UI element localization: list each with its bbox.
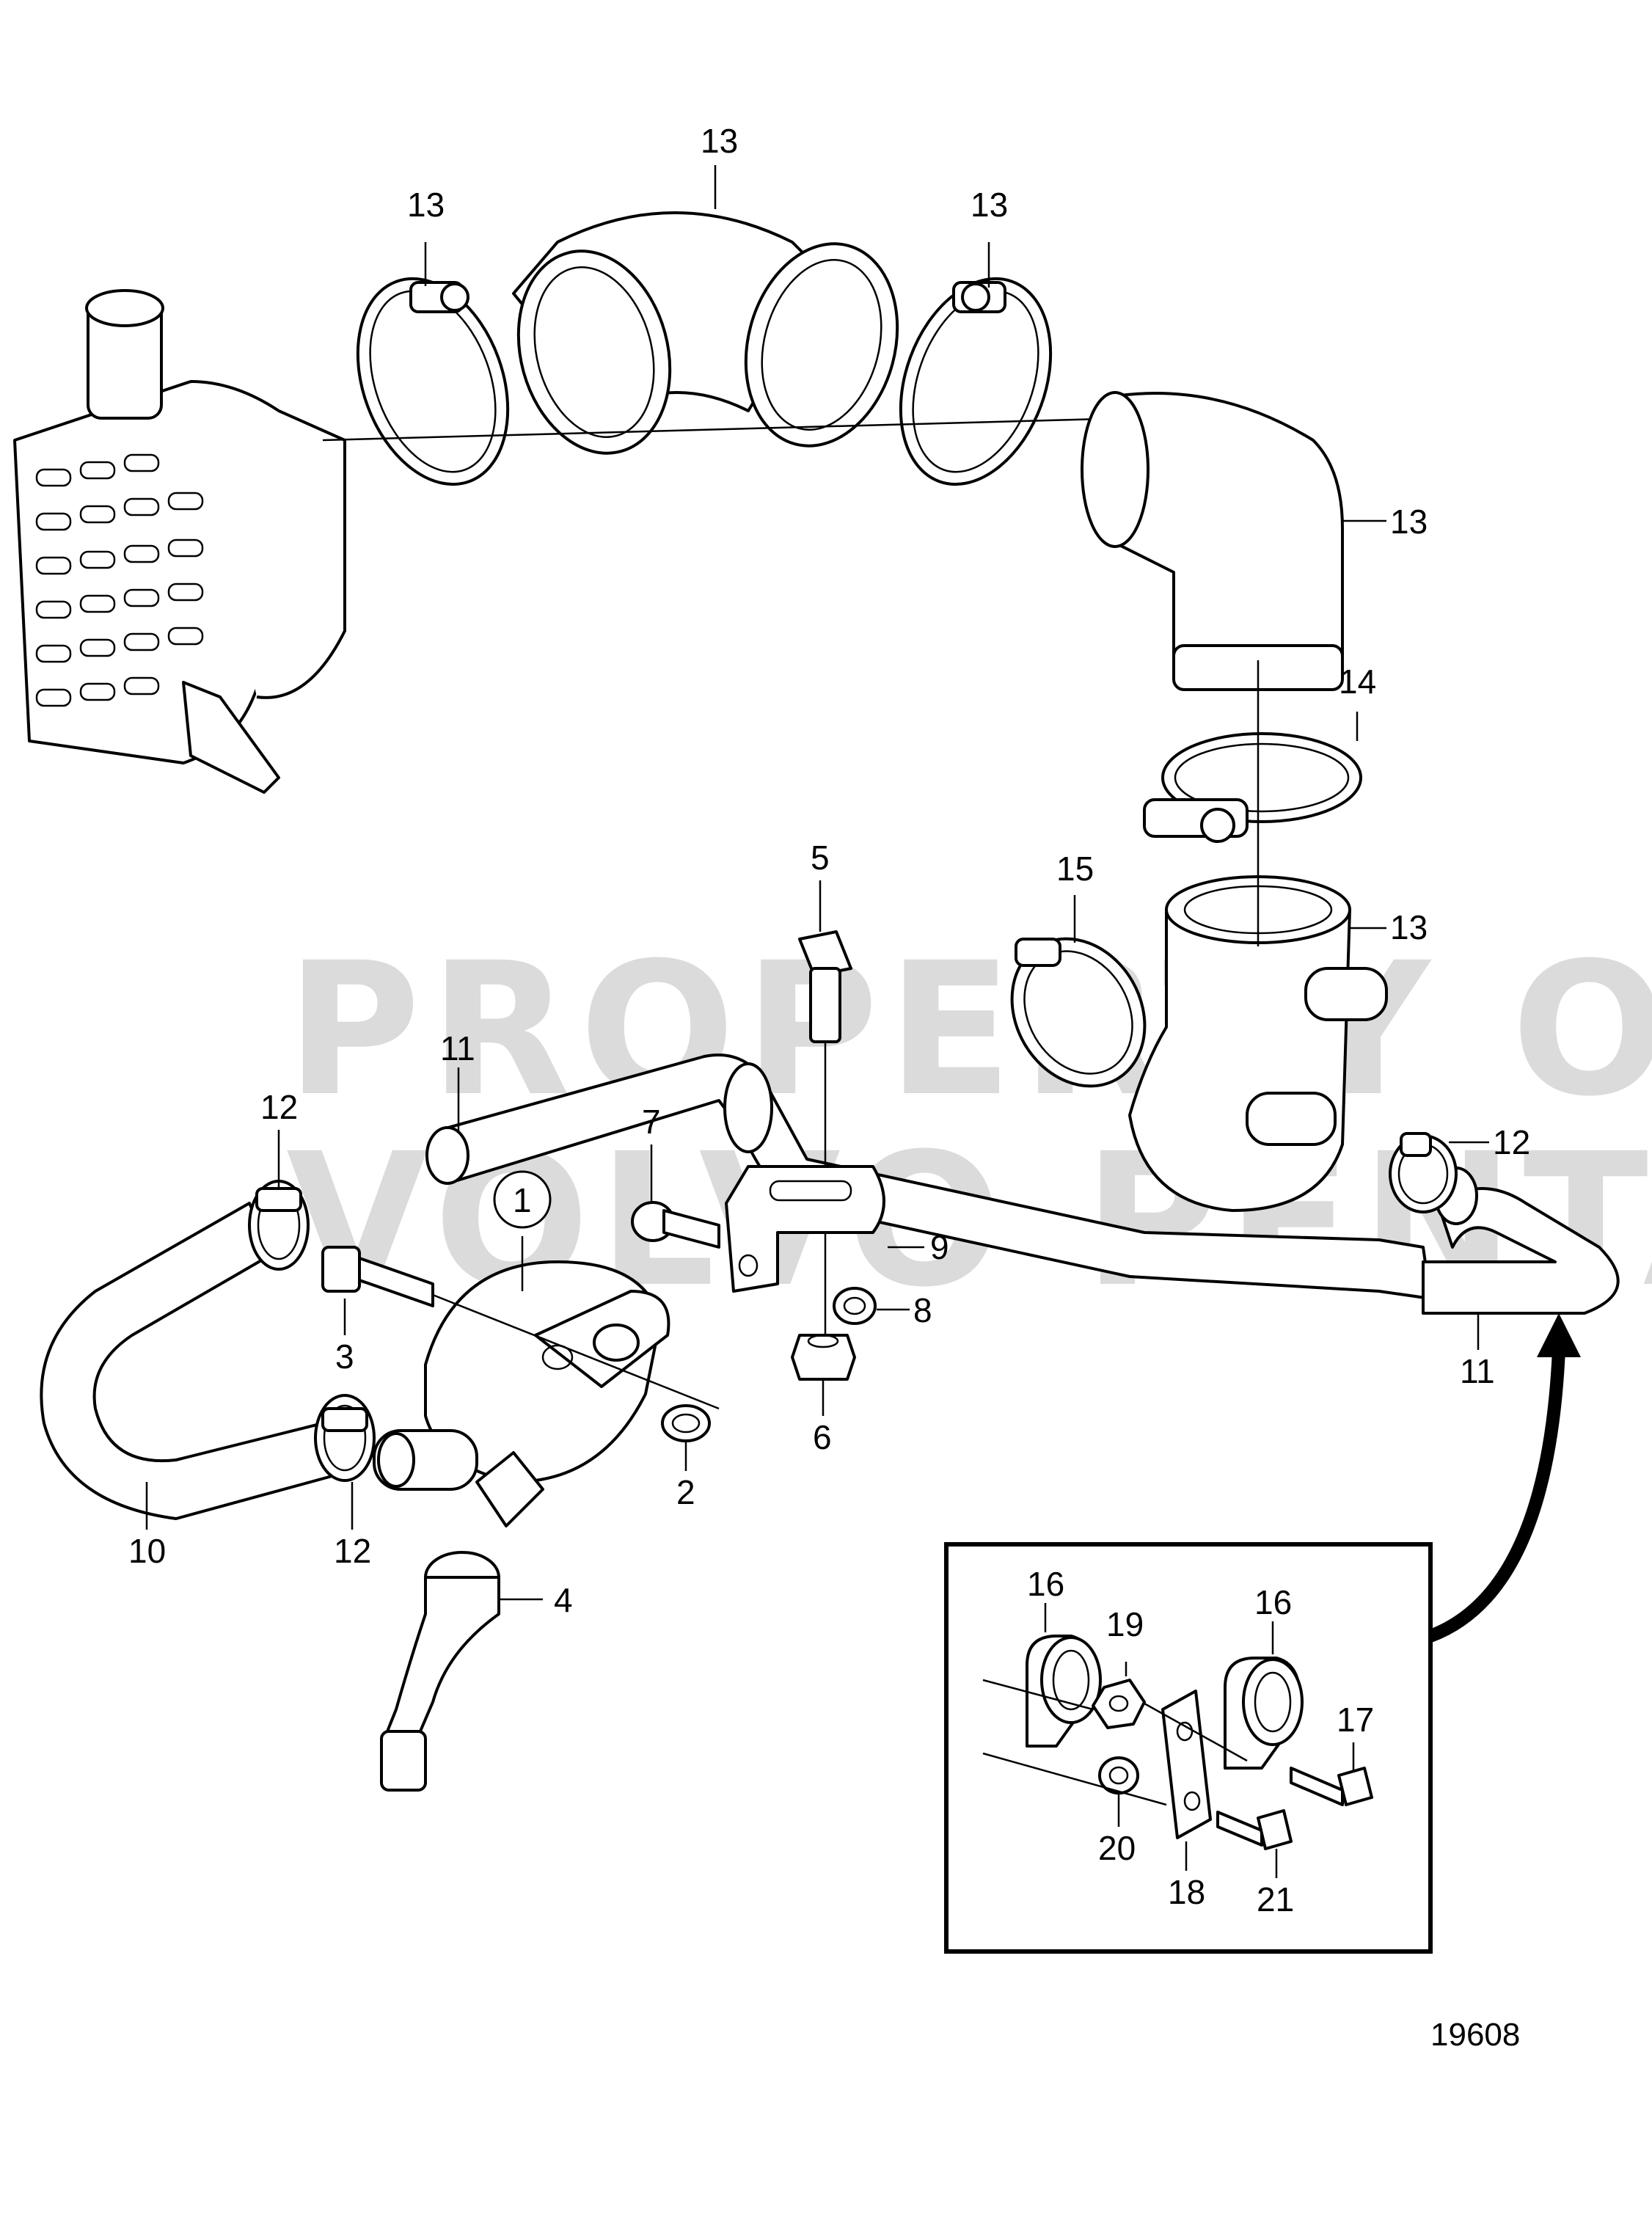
hose-clamp-12-upper-left — [248, 1180, 310, 1271]
watermark-line1: PROPERTY OF — [286, 923, 1652, 1136]
o-ring-2 — [661, 1404, 711, 1442]
callout-17: 17 — [1337, 1701, 1374, 1739]
nut-6 — [791, 1334, 856, 1381]
strainer-housing — [13, 289, 346, 794]
callout-14: 14 — [1339, 662, 1376, 701]
callout-8: 8 — [913, 1291, 932, 1329]
bolt-5 — [798, 930, 852, 1043]
hose-clamp-14 — [1143, 732, 1362, 843]
callout-11-upper: 11 — [440, 1029, 475, 1067]
washer-20 — [1098, 1756, 1139, 1794]
hose-clamp-15 — [1010, 937, 1147, 1088]
callout-1: 1 — [513, 1181, 532, 1219]
bolt-17 — [1290, 1767, 1373, 1806]
callout-5: 5 — [811, 839, 830, 877]
bolt-7 — [631, 1201, 720, 1249]
callout-13-top: 13 — [701, 122, 738, 160]
callout-12-lower-left: 12 — [334, 1532, 371, 1570]
callout-12-upper-left: 12 — [260, 1088, 298, 1126]
callout-7: 7 — [642, 1103, 661, 1141]
callout-16-left: 16 — [1027, 1565, 1064, 1603]
bolt-axis-line — [432, 1293, 720, 1410]
callout-13-elbow: 13 — [1390, 503, 1428, 541]
bolt-21 — [1216, 1809, 1293, 1850]
callout-3: 3 — [335, 1337, 354, 1376]
callout-21: 21 — [1257, 1880, 1294, 1918]
hose-11 — [425, 1054, 1432, 1300]
callout-11-lower: 11 — [1460, 1352, 1495, 1390]
hose-clamp-12-right — [1389, 1132, 1458, 1213]
callout-9: 9 — [930, 1228, 949, 1266]
callout-16-right: 16 — [1254, 1583, 1292, 1621]
valve-housing-1 — [373, 1260, 670, 1527]
bracket-9 — [725, 1165, 885, 1293]
assembly-axis-line — [322, 417, 1130, 442]
washer-8 — [833, 1287, 877, 1325]
hose-clamp-13-left — [356, 277, 510, 486]
callout-labels: 13 13 13 13 14 13 15 5 11 12 12 7 1 9 8 … — [128, 122, 1530, 1918]
callout-20: 20 — [1098, 1829, 1136, 1867]
hose-clamp-13-right — [899, 277, 1053, 486]
nut-19 — [1092, 1679, 1146, 1729]
p-clip-16-right — [1224, 1657, 1304, 1770]
leader-lines — [145, 165, 1489, 1878]
callout-13-tee: 13 — [1390, 908, 1428, 946]
callout-10: 10 — [128, 1532, 166, 1570]
callout-12-right: 12 — [1493, 1123, 1530, 1161]
fitting-4 — [380, 1551, 500, 1792]
callout-19: 19 — [1106, 1605, 1144, 1643]
callout-4: 4 — [554, 1581, 573, 1619]
elbow-hose-13-right — [1081, 391, 1344, 691]
callout-6: 6 — [813, 1418, 832, 1456]
callout-13-right-clamp: 13 — [971, 186, 1008, 224]
detail-arrow — [1428, 1313, 1581, 1643]
p-clip-16-left — [1026, 1635, 1102, 1748]
elbow-hose-13-top — [512, 211, 899, 455]
callout-18: 18 — [1168, 1873, 1205, 1911]
detail-inset — [944, 1542, 1433, 1954]
bolt-3 — [321, 1246, 434, 1307]
hose-clamp-12-lower-left — [314, 1394, 376, 1482]
callout-2: 2 — [676, 1473, 695, 1511]
plate-18 — [1161, 1690, 1212, 1839]
hose-10 — [40, 1202, 339, 1520]
document-number: 19608 — [1430, 2017, 1520, 2053]
tee-connector-13 — [1128, 875, 1388, 1212]
callout-13-left-clamp: 13 — [407, 186, 445, 224]
callout-15: 15 — [1056, 850, 1094, 888]
callout-1-circle: 1 — [493, 1170, 552, 1229]
